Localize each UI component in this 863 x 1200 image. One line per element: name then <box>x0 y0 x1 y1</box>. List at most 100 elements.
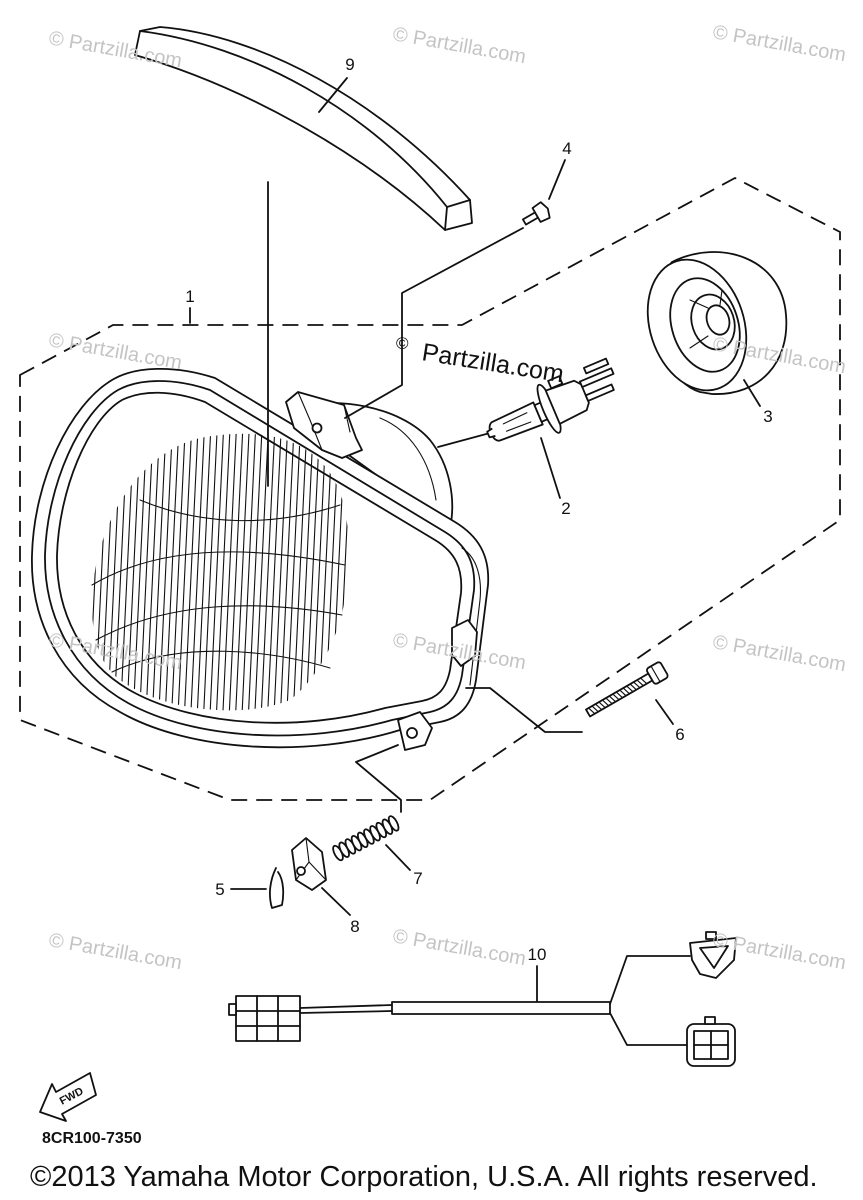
bolt-thread-line <box>601 699 610 707</box>
lens-pattern-line <box>267 433 283 711</box>
callout-9: 9 <box>345 55 354 74</box>
lens-pattern-line <box>311 433 327 711</box>
callout-3: 3 <box>763 407 772 426</box>
screw-connection-line <box>344 227 524 419</box>
bolt-thread-line <box>633 681 641 689</box>
fwd-arrow: FWD <box>39 1072 97 1122</box>
lens-pattern-line <box>190 433 206 711</box>
copyright-notice: ©2013 Yamaha Motor Corporation, U.S.A. A… <box>30 1161 818 1193</box>
diagram-code: 8CR100-7350 <box>42 1130 142 1147</box>
bolt-thread-line <box>622 687 630 695</box>
lens-pattern-line <box>164 433 180 711</box>
harness-connector-left <box>235 995 301 1042</box>
callout-leaders <box>189 77 761 1002</box>
spring <box>332 815 400 862</box>
lens-pattern-line <box>292 433 308 711</box>
lens-pattern-line <box>183 433 199 711</box>
lens-pattern-line <box>279 433 295 711</box>
headlight-bottom-tab-hole <box>406 727 418 739</box>
lens-pattern-line <box>247 433 263 711</box>
wire-harness <box>228 931 737 1067</box>
watermark: © Partzilla.com <box>711 21 848 66</box>
bulb-base-tab <box>547 375 564 390</box>
lens-pattern-curve <box>111 650 331 673</box>
leader-7 <box>385 844 411 871</box>
lens-pattern-line <box>215 433 231 711</box>
bulb-connection-line <box>437 432 491 448</box>
visor-strip-body <box>134 26 473 231</box>
bolt-thread-line <box>598 701 606 709</box>
visor-strip-edge <box>139 30 471 231</box>
lens-pattern-curve <box>91 551 346 586</box>
bolt-thread-line <box>588 707 596 715</box>
callout-8: 8 <box>350 917 359 936</box>
bulb <box>486 357 615 442</box>
bolt-thread-line <box>594 703 603 711</box>
watermark: © Partzilla.com <box>47 329 184 374</box>
bolt-thread-line <box>629 683 637 691</box>
screw-head <box>531 201 551 223</box>
bulb-base <box>544 379 590 425</box>
nut-clip <box>291 837 327 891</box>
lens-pattern-line <box>273 433 289 711</box>
hairpin-clip <box>269 867 285 909</box>
adjusting-bolt <box>585 661 669 718</box>
lens-pattern-line <box>203 433 219 711</box>
headlight-top-bracket-hole <box>311 422 323 434</box>
harness-connector-triangle-inner <box>699 945 729 969</box>
headlight-rim <box>44 380 476 737</box>
callout-4: 4 <box>562 139 571 158</box>
callout-7: 7 <box>413 869 422 888</box>
watermark: © Partzilla.com <box>391 23 528 68</box>
lens-pattern-line <box>196 433 212 711</box>
callout-10: 10 <box>528 945 547 964</box>
bulb-filament <box>502 412 532 432</box>
lens-pattern-line <box>171 433 187 711</box>
harness-connector-triangle-nub <box>705 931 717 940</box>
lens-pattern-line <box>209 433 225 711</box>
lens-pattern-line <box>241 433 257 711</box>
bulb-cover-hole <box>705 304 731 336</box>
spring-connection-line <box>355 744 402 813</box>
bulb-cover-rib <box>689 289 723 349</box>
leader-6 <box>655 699 674 725</box>
leader-8 <box>321 887 351 916</box>
headlight-top-bracket-edge <box>297 391 351 451</box>
bulb-cover <box>646 251 788 395</box>
assembly-outline-dashed <box>19 176 841 801</box>
callout-1: 1 <box>185 287 194 306</box>
screw <box>522 201 551 226</box>
lens-pattern-line <box>151 433 167 711</box>
harness-wire <box>299 1004 393 1014</box>
callout-6: 6 <box>675 725 684 744</box>
nut-clip-body <box>291 837 327 891</box>
lens-pattern-line <box>299 433 315 711</box>
harness-connector-square-nub <box>704 1016 716 1025</box>
harness-branch-lower <box>609 1012 689 1046</box>
bulb-cover-cone <box>690 293 736 351</box>
bulb-prong <box>578 367 615 388</box>
bolt-thread-line <box>636 679 644 687</box>
bolt-connection-line <box>465 687 583 733</box>
site-mark-symbol: © <box>396 334 409 353</box>
callout-2: 2 <box>561 499 570 518</box>
leader-9 <box>318 77 348 113</box>
site-mark-name: Partzilla.com <box>420 338 566 388</box>
watermark: © Partzilla.com <box>47 929 184 974</box>
lens-pattern-line <box>222 433 238 711</box>
headlight-lens <box>56 391 463 724</box>
lens-pattern-line <box>145 433 161 711</box>
headlight-back-rib <box>379 417 437 501</box>
watermark: © Partzilla.com <box>711 929 848 974</box>
lens-pattern-line <box>139 433 155 711</box>
leader-2 <box>540 437 561 499</box>
callout-labels: 1 2 3 4 5 6 7 8 9 10 <box>185 55 772 964</box>
spring-coil <box>387 815 400 832</box>
lens-pattern-line <box>254 433 270 711</box>
bulb-prong <box>582 357 610 375</box>
nut-clip-hole <box>296 866 306 876</box>
watermark: © Partzilla.com <box>711 631 848 676</box>
bulb-cover-inner-ring <box>669 277 741 373</box>
bulb-tip <box>486 427 496 439</box>
